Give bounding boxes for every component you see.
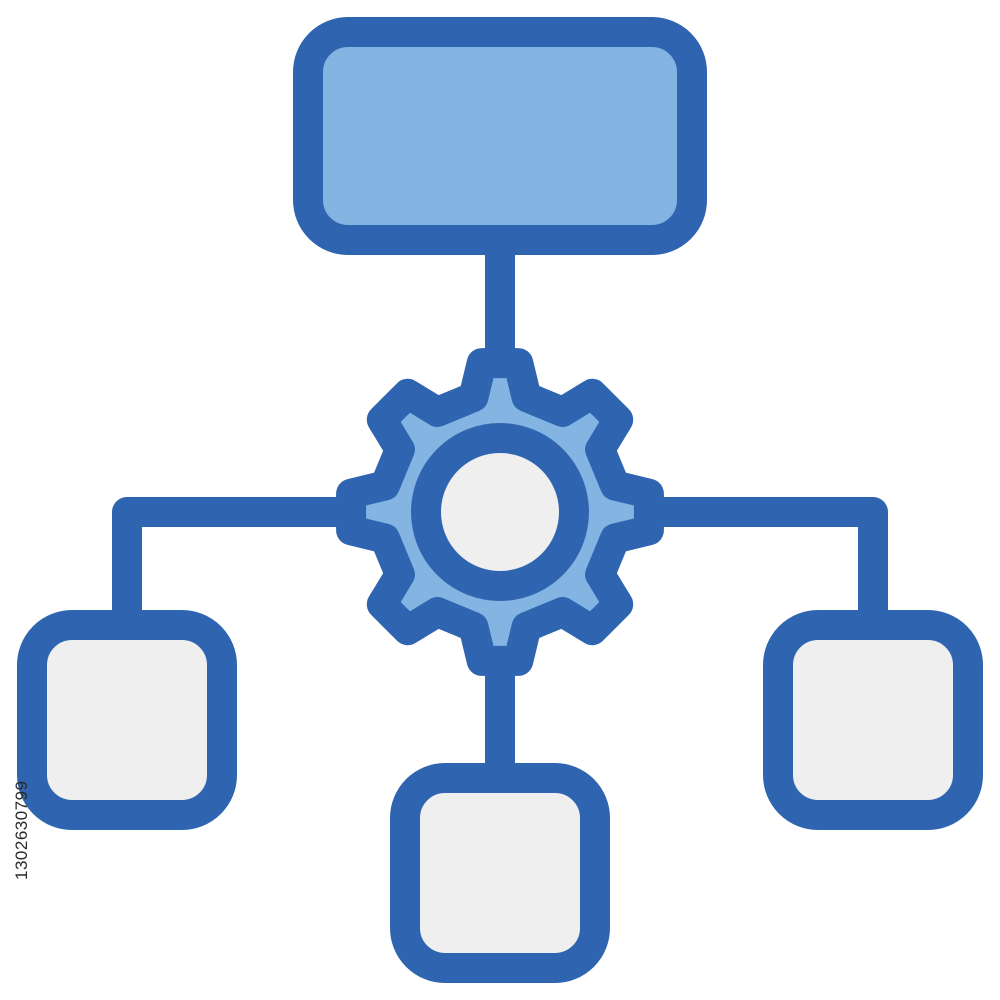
node-right [763,610,983,830]
gear-icon [336,348,664,676]
node-center [390,763,610,983]
node-left [17,610,237,830]
connector-left [112,497,365,640]
connector-right [635,497,888,640]
gear-hub [411,423,589,601]
stock-id-text: 1302630799 [12,780,31,880]
top-box [293,17,707,255]
